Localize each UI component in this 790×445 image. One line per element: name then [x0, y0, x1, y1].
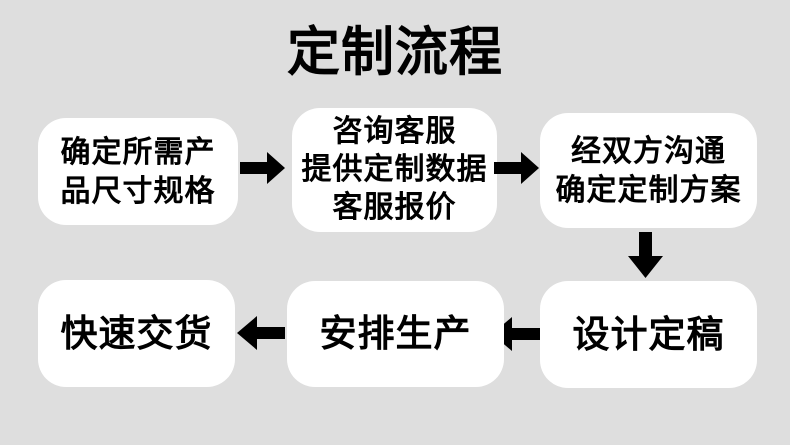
flow-step-2-line-1: 咨询客服 — [332, 114, 457, 149]
flow-step-5-line-1: 安排生产 — [319, 312, 472, 355]
page-title: 定制流程 — [287, 22, 503, 83]
arrow-right-icon — [494, 152, 539, 184]
flow-step-3-line-2: 确定定制方案 — [555, 172, 742, 208]
flow-step-2-line-2: 提供定制数据 — [301, 152, 488, 187]
arrow-down-icon — [628, 232, 663, 278]
flow-step-2-box: 咨询客服 提供定制数据 客服报价 — [292, 108, 497, 232]
arrow-left-icon — [237, 316, 285, 350]
arrow-right-icon — [240, 152, 285, 184]
flow-step-1-box: 确定所需产 品尺寸规格 — [38, 118, 238, 225]
flow-step-5-box: 安排生产 — [287, 281, 504, 387]
flow-step-3-box: 经双方沟通 确定定制方案 — [540, 113, 757, 228]
flow-step-6-line-1: 快速交货 — [60, 311, 213, 355]
arrow-left-icon — [492, 317, 540, 351]
flow-step-6-box: 快速交货 — [38, 280, 235, 387]
flow-step-1-line-1: 确定所需产 — [60, 134, 216, 170]
flow-step-3-line-1: 经双方沟通 — [571, 133, 726, 169]
flow-step-2-line-3: 客服报价 — [332, 190, 457, 225]
flow-step-1-line-2: 品尺寸规格 — [60, 173, 216, 209]
flow-step-4-box: 设计定稿 — [540, 281, 757, 388]
flow-step-4-line-1: 设计定稿 — [572, 312, 725, 356]
